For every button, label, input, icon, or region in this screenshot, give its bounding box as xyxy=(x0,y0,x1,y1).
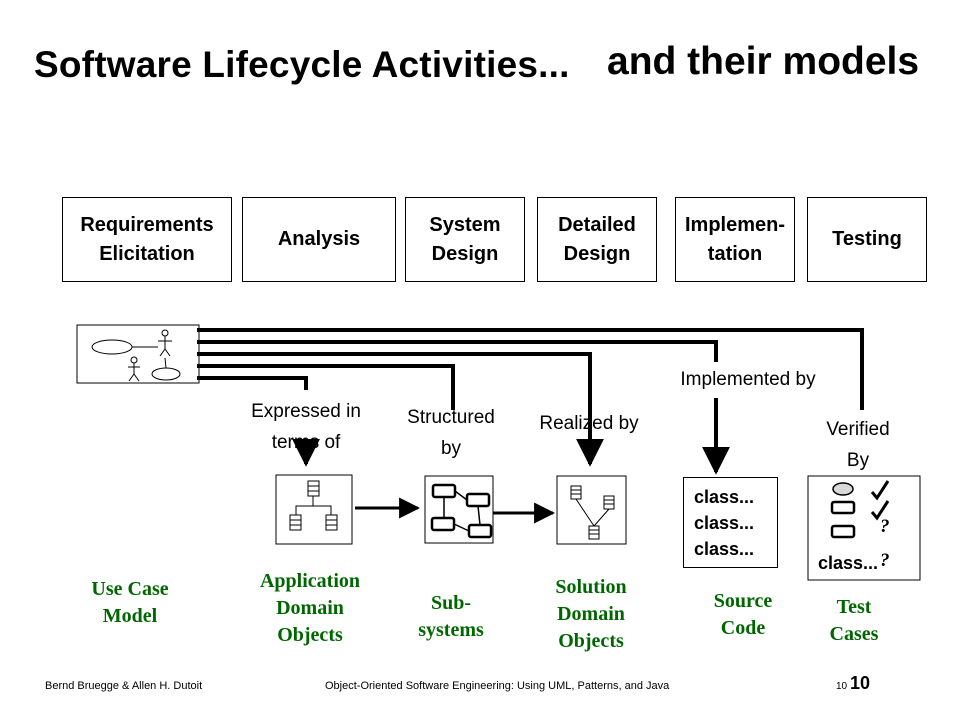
solution-domain-objects-icon xyxy=(556,475,627,545)
question-mark: ? xyxy=(880,550,890,571)
use-case-diagram-icon xyxy=(76,324,200,384)
check-icon xyxy=(870,500,890,521)
application-domain-objects-icon xyxy=(275,474,353,545)
connector-analysis-top xyxy=(197,376,308,390)
connector-implementation-top xyxy=(197,340,718,362)
label-realized-by: Realized by xyxy=(539,413,639,434)
connector-testing xyxy=(197,328,864,410)
question-mark: ? xyxy=(880,516,890,537)
label-implemented-by: Implemented by xyxy=(680,369,816,390)
source-code-box: class... class... class... xyxy=(683,477,778,568)
test-class-text: class... xyxy=(818,553,879,573)
phase-testing: Testing xyxy=(807,197,927,282)
model-label-source-code: Source Code xyxy=(713,590,773,639)
connector-system-design xyxy=(197,364,455,410)
label-expressed-in-terms-of: Expressed in terms of xyxy=(251,401,361,453)
test-oval-icon xyxy=(832,482,854,496)
check-icon xyxy=(870,480,890,501)
connector-detailed-design xyxy=(197,352,592,448)
phase-analysis: Analysis xyxy=(242,197,396,282)
phase-requirements-elicitation: Requirements Elicitation xyxy=(62,197,232,282)
model-label-subsystems: Sub- systems xyxy=(418,592,484,641)
test-block-icon xyxy=(830,500,856,515)
page-subtitle: and their models xyxy=(607,40,920,83)
model-label-solution-domain: Solution Domain Objects xyxy=(555,576,627,652)
footer-authors: Bernd Bruegge & Allen H. Dutoit xyxy=(45,680,203,692)
subsystems-icon xyxy=(424,475,494,544)
phase-implementation: Implemen- tation xyxy=(675,197,795,282)
label-verified-by: Verified By xyxy=(826,419,890,471)
footer-page-number-small: 10 xyxy=(836,681,848,692)
test-cases-icon xyxy=(807,475,921,581)
page-title: Software Lifecycle Activities... xyxy=(34,44,570,85)
model-label-use-case: Use Case Model xyxy=(91,578,169,627)
model-label-test-cases: Test Cases xyxy=(829,596,879,645)
page-number: 10 xyxy=(850,673,871,693)
test-block-icon xyxy=(830,524,856,539)
footer-book-title: Object-Oriented Software Engineering: Us… xyxy=(325,680,670,692)
label-structured-by: Structured by xyxy=(407,407,495,459)
model-label-application-domain: Application Domain Objects xyxy=(259,570,361,646)
phase-system-design: System Design xyxy=(405,197,525,282)
phase-detailed-design: Detailed Design xyxy=(537,197,657,282)
